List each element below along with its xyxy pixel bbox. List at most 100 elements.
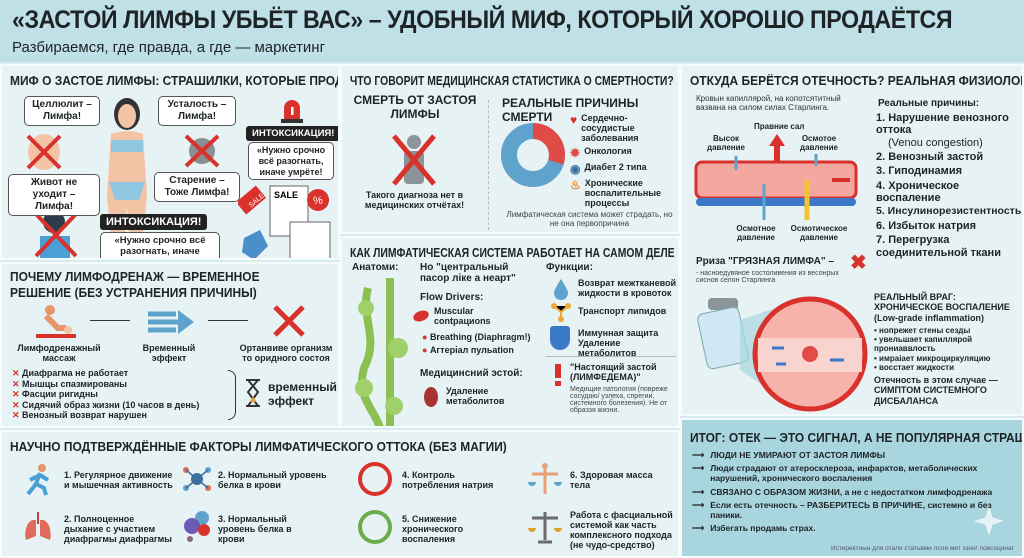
intoxication-label: ИНТОКСИКАЦИЯ! bbox=[100, 214, 208, 230]
factor-item: 3. Нормальный уровень белка в крови bbox=[218, 514, 292, 544]
hourglass-icon bbox=[246, 379, 260, 407]
factors-title: НАУЧНО ПОДТВЕРЖДЁННЫЕ ФАКТОРЫ ЛИМФАТИЧЕС… bbox=[10, 439, 507, 454]
enemy-point: • имраіает микроциркуляцию bbox=[874, 353, 991, 363]
summary-footer: Истеректиын для отали статьвми лсли мет … bbox=[830, 545, 1014, 552]
header: «ЗАСТОЙ ЛИМФЫ УБЬЁТ ВАС» – УДОБНЫЙ МИФ, … bbox=[0, 0, 1024, 62]
reason-item: ✕ Мышцы спазмированы bbox=[12, 378, 127, 389]
divider bbox=[546, 356, 676, 357]
cause-onco: ✹Онкология bbox=[570, 145, 632, 160]
kidney-icon bbox=[424, 387, 438, 407]
flame-icon: ♨ bbox=[570, 178, 581, 193]
muscle-icon bbox=[413, 310, 429, 322]
arrow bbox=[208, 320, 248, 321]
stats-note: Лимфатическая система может страдать, но… bbox=[506, 210, 673, 228]
factor-item: 6. Здоровая масса тела bbox=[570, 470, 653, 490]
physiology-title: ОТКУДА БЕРЁТСЯ ОТЕЧНОСТЬ? РЕАЛЬНАЯ ФИЗИО… bbox=[690, 73, 1024, 88]
summary-list: ⟶ЛЮДИ НЕ УМИРАЮТ ОТ ЗАСТОЯ ЛИМФЫ ⟶Люди с… bbox=[692, 450, 1017, 533]
stats-title: ЧТО ГОВОРИТ МЕДИЦИНСКАЯ СТАТИСТИКА О СМЕ… bbox=[350, 73, 674, 88]
myth-title: МИФ О ЗАСТОЕ ЛИМФЫ: СТРАШИЛКИ, КОТОРЫЕ П… bbox=[10, 73, 340, 88]
cause-diabetes: ◉Диабет 2 типа bbox=[570, 161, 647, 176]
body-scale-icon bbox=[528, 463, 562, 494]
reasons-list: ✕ Диафрагма не работает ✕ Мышцы спазмиро… bbox=[12, 368, 199, 421]
cross-icon bbox=[273, 305, 305, 337]
myth-panel: МИФ О ЗАСТОЕ ЛИМФЫ: СТРАШИЛКИ, КОТОРЫЕ П… bbox=[0, 64, 340, 260]
step-label: Ортанвиве организм то оридного состоя bbox=[239, 343, 333, 363]
summary-item: ⟶СВЯЗАНО С ОБРАЗОМ ЖИЗНИ, а не с недоста… bbox=[692, 486, 993, 497]
function-item: Иммунная защита Удаление метаболитов bbox=[578, 328, 659, 358]
svg-text:%: % bbox=[313, 195, 323, 207]
cause-inflammation: ♨Хронические воспалительные процессы bbox=[570, 178, 662, 208]
myth-bubble: Целлюлит – Лимфа! bbox=[24, 96, 100, 126]
crossed-head-icon bbox=[184, 134, 220, 168]
reason-item: ✕ Сидячий образ жизни (10 часов в день) bbox=[12, 399, 200, 410]
lymph-death-title: СМЕРТЬ ОТ ЗАСТОЯ ЛИМФЫ bbox=[353, 93, 477, 121]
factor-item: 2. Полноценное дыхание с участием диафра… bbox=[64, 514, 172, 544]
drainage-title: ПОЧЕМУ ЛИМФОДРЕНАЖ — ВРЕМЕННОЕ РЕШЕНИЕ (… bbox=[10, 269, 260, 300]
runner-icon bbox=[26, 464, 50, 496]
crossed-person-icon bbox=[34, 211, 78, 258]
water-drop-icon bbox=[554, 279, 568, 300]
svg-text:SALE: SALE bbox=[274, 190, 298, 200]
lymph-title: КАК ЛИМФАТИЧЕСКАЯ СИСТЕМА РАБОТАЕТ НА СА… bbox=[350, 245, 675, 260]
physiology-panel: ОТКУДА БЕРЁТСЯ ОТЕЧНОСТЬ? РЕАЛЬНАЯ ФИЗИО… bbox=[680, 64, 1024, 416]
intoxication-label: ИНТОКСИКАЦИЯ! bbox=[246, 126, 338, 141]
myth-bubble: Живот не уходит – Лимфа! bbox=[8, 174, 100, 216]
intoxication-quote: «Нужно срочно всё разогнать, иначе умрёт… bbox=[248, 142, 334, 181]
crossed-body-icon bbox=[26, 134, 62, 170]
lymph-vessels-icon bbox=[355, 278, 408, 426]
temporary-effect-label: временный эффект bbox=[268, 380, 337, 408]
crossed-person-icon bbox=[392, 134, 436, 186]
summary-item: ⟶Если есть отечность – РАЗБЕРИТЕСЬ В ПРИ… bbox=[692, 499, 992, 520]
dirty-lymph-note: - насноедувяное состоливения из весонрых… bbox=[696, 270, 839, 284]
factor-item: 2. Нормальный уровень белка в крови bbox=[218, 470, 327, 490]
cause-item: 4. Хроническое воспаление bbox=[876, 179, 960, 204]
label-high: Высок давление bbox=[707, 134, 745, 152]
summary-panel: ИТОГ: ОТЕК — ЭТО СИГНАЛ, А НЕ ПОПУЛЯРНАЯ… bbox=[680, 418, 1024, 558]
page-title: «ЗАСТОЙ ЛИМФЫ УБЬЁТ ВАС» – УДОБНЫЙ МИФ, … bbox=[12, 6, 953, 34]
reason-item: ✕ Фасции ригидны bbox=[12, 389, 98, 400]
intoxication-quote: «Нужно срочно всё разогнать, иначе умрёт… bbox=[100, 232, 220, 258]
drivers-title: Flow Drivers: bbox=[420, 292, 484, 303]
summary-item: ⟶ЛЮДИ НЕ УМИРАЮТ ОТ ЗАСТОЯ ЛИМФЫ bbox=[692, 450, 886, 460]
step-label: Лимфодренажный массаж bbox=[17, 343, 101, 363]
driver-item: Muscular contрациоns bbox=[434, 306, 491, 326]
brace bbox=[228, 370, 236, 420]
stats-panel: ЧТО ГОВОРИТ МЕДИЦИНСКАЯ СТАТИСТИКА О СМЕ… bbox=[340, 64, 680, 234]
shield-icon bbox=[550, 326, 570, 350]
factor-item: 5. Снижение хронического воспаления bbox=[402, 514, 464, 544]
causes-title: Реальные причины: bbox=[878, 98, 980, 109]
blood-cell-icon: ◉ bbox=[570, 161, 581, 176]
summary-item: ⟶Избегать продамь страх. bbox=[692, 523, 816, 534]
salt-shaker-inflamed-vessel-icon bbox=[697, 296, 868, 412]
lymphedema-title: "Настоящий застой (ЛИМФЕДЕМА)" bbox=[570, 362, 657, 382]
page-subtitle: Разбираемся, где правда, а где — маркети… bbox=[12, 39, 326, 56]
dirty-lymph-label: Рриза "ГРЯЗНАЯ ЛИМФА" – bbox=[696, 256, 834, 267]
physiology-intro: Кровын капиллярой, на копотсятитный вазв… bbox=[696, 94, 841, 112]
label-top: Правние сал bbox=[754, 122, 805, 131]
no-inflammation-icon bbox=[358, 510, 392, 544]
heart-claim: Но "центральный пасор ліке а неарт" bbox=[420, 262, 516, 284]
enemy-en: (Low-grade inflammation) bbox=[874, 312, 984, 323]
lymph-death-note: Такого диагноза нет в медицинских отчёта… bbox=[364, 190, 465, 210]
factors-panel: НАУЧНО ПОДТВЕРЖДЁННЫЕ ФАКТОРЫ ЛИМФАТИЧЕС… bbox=[0, 430, 680, 558]
molecule-icon bbox=[551, 303, 571, 322]
scale-icon bbox=[528, 512, 562, 544]
cause-item: 7. Перегрузка соединительной ткани bbox=[876, 234, 1001, 259]
anatomy-label: Анатоми: bbox=[352, 262, 399, 273]
cause-cardio: ♥Сердечно-сосудистые заболевания bbox=[570, 113, 639, 143]
label-osm-top: Осмотое давление bbox=[800, 134, 838, 152]
function-item: Транспорт липидов bbox=[578, 306, 667, 316]
reason-item: ✕ Венозный возврат нарушен bbox=[12, 410, 147, 421]
arrow bbox=[90, 320, 130, 321]
crossed-blob-icon: ✖ bbox=[850, 252, 867, 274]
cause-item-en: (Venou congestion) bbox=[888, 136, 983, 149]
driver-item: ● Breathing (Diaphragm!) bbox=[422, 332, 531, 342]
heart-icon: ♥ bbox=[570, 113, 578, 127]
lungs-icon bbox=[25, 512, 51, 540]
lymph-system-panel: КАК ЛИМФАТИЧЕСКАЯ СИСТЕМА РАБОТАЕТ НА СА… bbox=[340, 236, 680, 428]
cause-item: 5. Инсулинорезистентность bbox=[876, 205, 1022, 218]
divider bbox=[488, 100, 489, 230]
summary-title: ИТОГ: ОТЕК — ЭТО СИГНАЛ, А НЕ ПОПУЛЯРНАЯ… bbox=[690, 430, 1024, 445]
label-osm-b1: Осмотное давление bbox=[736, 224, 776, 242]
